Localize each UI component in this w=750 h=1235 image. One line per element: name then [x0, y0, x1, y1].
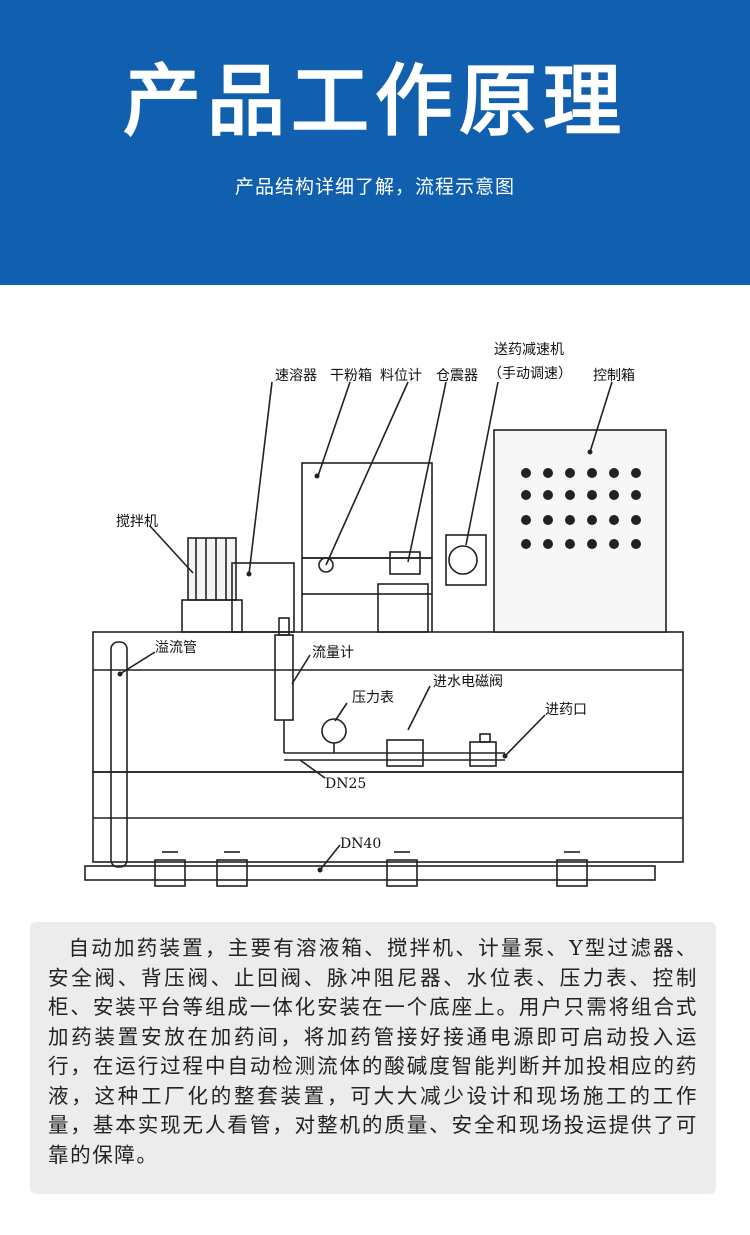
process-diagram: 速溶器 干粉箱 料位计 仓震器 送药减速机 （手动调速） 控制箱 搅拌机 溢流管…: [84, 342, 684, 887]
label-pressure-gauge: 压力表: [352, 690, 394, 706]
description-box: 自动加药装置，主要有溶液箱、搅拌机、计量泵、Y型过滤器、安全阀、背压阀、止回阀、…: [30, 922, 716, 1194]
label-mixer: 搅拌机: [116, 514, 158, 530]
feed-reducer: [445, 534, 487, 586]
overflow-pipe: [110, 641, 128, 868]
pressure-gauge: [321, 718, 347, 744]
label-dn40: DN40: [340, 836, 381, 852]
label-powder-box: 干粉箱: [330, 368, 372, 384]
label-flowmeter: 流量计: [312, 645, 354, 661]
description-text: 自动加药装置，主要有溶液箱、搅拌机、计量泵、Y型过滤器、安全阀、背压阀、止回阀、…: [48, 936, 698, 1167]
label-control-box: 控制箱: [593, 368, 635, 384]
solenoid-valve: [386, 739, 424, 767]
level-gauge-dot: [318, 557, 334, 573]
dn40-pipe: [84, 865, 656, 881]
feed-motor: [377, 583, 429, 633]
label-inlet: 进药口: [545, 702, 587, 718]
label-dn25: DN25: [325, 776, 366, 792]
dissolver: [231, 562, 295, 633]
label-reducer-speed: （手动调速）: [488, 366, 572, 382]
label-vibrator: 仓震器: [436, 368, 478, 384]
flowmeter: [274, 634, 294, 721]
control-box: [493, 429, 667, 633]
page-title: 产品工作原理: [122, 57, 627, 147]
header-banner: 产品工作原理 产品结构详细了解，流程示意图: [0, 0, 750, 285]
page-subtitle: 产品结构详细了解，流程示意图: [234, 176, 515, 198]
label-dissolver: 速溶器: [275, 368, 317, 384]
label-level-gauge: 料位计: [380, 368, 422, 384]
tank-base: [92, 771, 684, 863]
label-reducer: 送药减速机: [494, 342, 564, 358]
label-solenoid-valve: 进水电磁阀: [433, 674, 503, 690]
label-overflow-pipe: 溢流管: [155, 640, 197, 656]
